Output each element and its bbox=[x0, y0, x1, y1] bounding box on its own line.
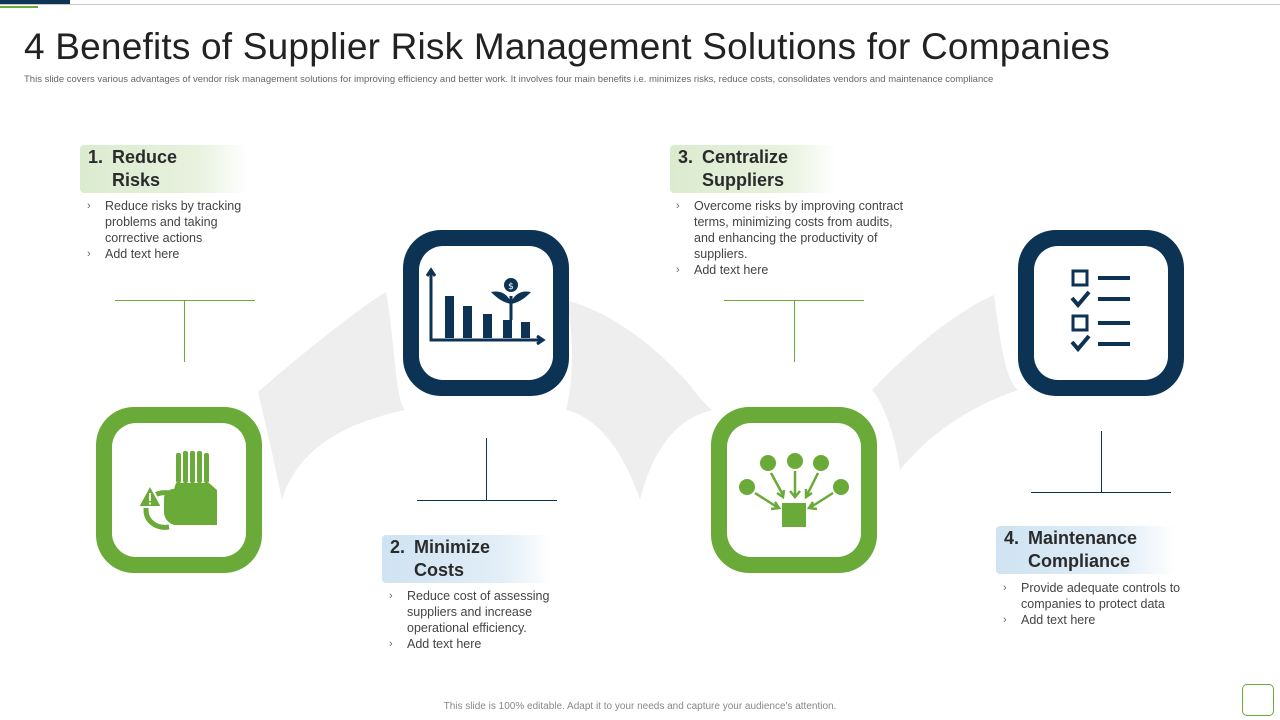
checklist-icon bbox=[1070, 269, 1130, 353]
list-item: ›Add text here bbox=[389, 637, 482, 651]
benefit-1-icon-tile bbox=[96, 407, 262, 573]
benefit-4-bullet-list: ›Provide adequate controls to companies … bbox=[1001, 580, 1211, 628]
consolidation-network-icon bbox=[739, 453, 849, 527]
slide-subtitle: This slide covers various advantages of … bbox=[24, 74, 994, 85]
list-item: ›Reduce risks by tracking problems and t… bbox=[87, 199, 242, 245]
benefit-1-bullet-list: ›Reduce risks by tracking problems and t… bbox=[85, 198, 275, 262]
list-item: ›Overcome risks by improving contract te… bbox=[676, 199, 904, 261]
benefit-1-title-line1: Reduce bbox=[112, 147, 178, 167]
chevron-right-icon: › bbox=[676, 264, 680, 276]
benefit-3-icon-tile bbox=[711, 407, 877, 573]
list-item: ›Add text here bbox=[1003, 613, 1096, 627]
benefit-2-title-line2: Costs bbox=[414, 560, 465, 580]
top-accent-bar bbox=[0, 0, 70, 4]
bar-chart-growth-icon: $ bbox=[425, 267, 546, 346]
list-item: ›Provide adequate controls to companies … bbox=[1003, 581, 1181, 611]
chevron-right-icon: › bbox=[87, 200, 91, 212]
list-item: ›Add text here bbox=[676, 263, 769, 277]
benefit-3-title-line1: Centralize bbox=[702, 147, 789, 167]
list-item: ›Add text here bbox=[87, 247, 180, 261]
benefit-2-heading: 2. Minimize Costs bbox=[382, 535, 552, 583]
benefit-1-title-line2: Risks bbox=[112, 170, 161, 190]
chevron-right-icon: › bbox=[676, 200, 680, 212]
slide-footer-note: This slide is 100% editable. Adapt it to… bbox=[443, 701, 837, 712]
top-divider bbox=[0, 4, 1280, 5]
corner-placeholder-box bbox=[1242, 684, 1274, 716]
benefit-3-number: 3. bbox=[678, 147, 694, 167]
benefit-1-number: 1. bbox=[88, 147, 104, 167]
chevron-right-icon: › bbox=[87, 248, 91, 260]
benefit-2-bullet-list: ›Reduce cost of assessing suppliers and … bbox=[387, 588, 577, 652]
benefit-3-bullet-list: ›Overcome risks by improving contract te… bbox=[674, 198, 914, 278]
svg-text:$: $ bbox=[508, 282, 514, 292]
chevron-right-icon: › bbox=[1003, 614, 1007, 626]
benefit-1-heading: 1. Reduce Risks bbox=[80, 145, 248, 193]
benefit-2-title-line1: Minimize bbox=[414, 537, 491, 557]
benefit-3-title-line2: Suppliers bbox=[702, 170, 785, 190]
benefit-4-number: 4. bbox=[1004, 528, 1020, 548]
slide-title: 4 Benefits of Supplier Risk Management S… bbox=[24, 26, 1110, 67]
benefit-4-heading: 4. Maintenance Compliance bbox=[996, 526, 1176, 574]
benefit-3-heading: 3. Centralize Suppliers bbox=[670, 145, 836, 193]
chevron-right-icon: › bbox=[389, 638, 393, 650]
benefit-2-number: 2. bbox=[390, 537, 406, 557]
benefit-4-title-line2: Compliance bbox=[1028, 551, 1131, 571]
chevron-right-icon: › bbox=[1003, 582, 1007, 594]
benefit-4-icon-tile bbox=[1018, 230, 1184, 396]
chevron-right-icon: › bbox=[389, 590, 393, 602]
benefit-4-title-line1: Maintenance bbox=[1028, 528, 1138, 548]
benefit-2-icon-tile: $ bbox=[403, 230, 569, 396]
list-item: ›Reduce cost of assessing suppliers and … bbox=[389, 589, 550, 635]
hand-warning-icon bbox=[136, 451, 217, 530]
top-accent-green-bar bbox=[0, 6, 38, 8]
